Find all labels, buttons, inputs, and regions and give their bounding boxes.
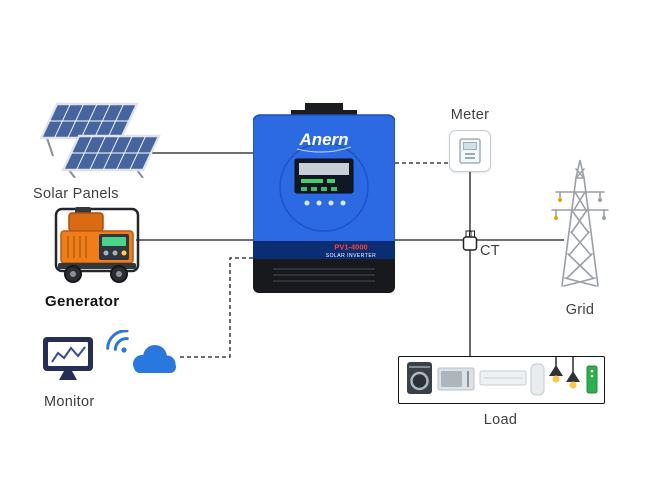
inverter-model: PV1-4000: [334, 243, 367, 252]
inverter-type-label: SOLAR INVERTER: [326, 253, 377, 259]
grid: Grid: [548, 156, 612, 319]
meter-icon: [459, 138, 481, 164]
solar-panels-label: Solar Panels: [33, 186, 119, 202]
ct-label: CT: [480, 243, 500, 259]
pendant-lamp-icon: [549, 357, 580, 389]
load-label: Load: [483, 412, 518, 428]
inverter-buttons: [304, 200, 346, 206]
monitor-label: Monitor: [44, 394, 95, 410]
inverter-indicator-icons: [301, 187, 337, 191]
cloud-icon: [106, 329, 176, 373]
inverter-brand: Anern: [298, 130, 348, 149]
inverter-vents: [273, 268, 375, 282]
load: Load: [398, 356, 605, 429]
microwave-icon: [437, 367, 475, 391]
ct-sensor: [462, 230, 478, 259]
inverter-illustration: Anern PV1-4000 SOLAR INVERTER: [252, 103, 396, 293]
monitor-icon: [43, 337, 93, 380]
cloud-connection: [104, 329, 184, 385]
meter: Meter: [446, 106, 494, 172]
inverter: Anern PV1-4000 SOLAR INVERTER: [252, 103, 396, 298]
grid-tower-icon: [551, 159, 609, 287]
ct-icon: [462, 230, 478, 251]
water-heater-icon: [530, 363, 545, 396]
wire-inverter-to-monitor: [178, 257, 253, 358]
solar-panels-icon: [39, 102, 161, 179]
wifi-icon: [106, 329, 129, 353]
solar-panels: Solar Panels: [25, 98, 185, 203]
load-box: [398, 356, 605, 404]
monitor: Monitor: [42, 336, 96, 411]
washer-icon: [407, 362, 432, 394]
charger-icon: [586, 365, 598, 394]
meter-box: [449, 130, 491, 172]
generator-icon: [54, 207, 140, 283]
generator: Generator: [45, 203, 155, 311]
tower-insulators: [554, 198, 606, 220]
grid-label: Grid: [565, 302, 595, 318]
meter-label: Meter: [450, 107, 490, 123]
generator-label: Generator: [45, 293, 120, 310]
shelf-icon: [479, 370, 527, 386]
load-appliances-icon: [407, 357, 598, 396]
